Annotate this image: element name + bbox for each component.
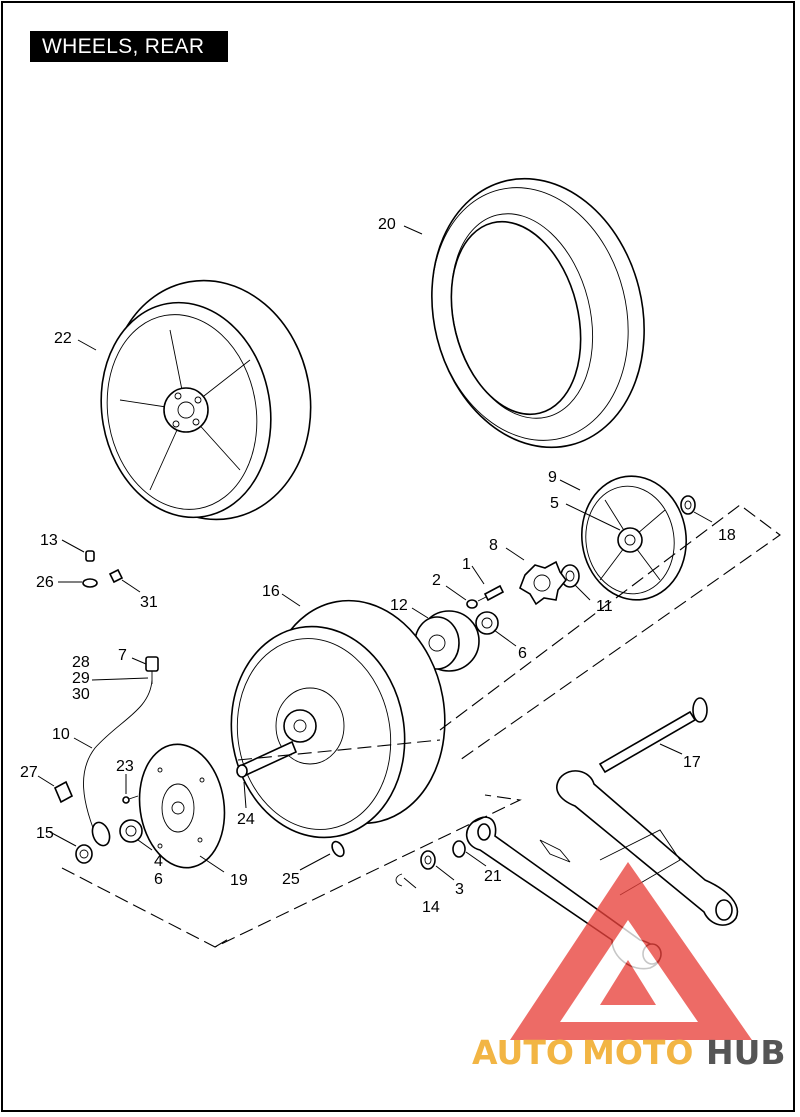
callout-3: 3 [455,881,464,898]
screw-23 [122,795,139,804]
callout-30: 30 [72,686,90,703]
isolator-8 [519,560,568,606]
assembly-lines [61,504,781,948]
callout-17: 17 [683,754,701,771]
callout-12: 12 [390,597,408,614]
watermark-hub: HUB [706,1033,786,1072]
page-title: WHEELS, REAR [30,31,228,62]
rear-tire [431,177,645,449]
oring-25 [331,840,345,858]
callout-1: 1 [462,556,471,573]
callout-labels: 20 22 9 5 18 8 1 2 11 12 6 16 13 26 31 7… [20,216,736,916]
watermark-auto: AUTO [472,1033,574,1072]
callout-8: 8 [489,537,498,554]
callout-18: 18 [718,527,736,544]
callout-23: 23 [116,758,134,775]
cast-wheel [100,279,312,521]
callout-26: 26 [36,574,54,591]
callout-25: 25 [282,871,300,888]
callout-7: 7 [118,647,127,664]
callout-2: 2 [432,572,441,589]
callout-5: 5 [550,495,559,512]
bushing-27 [53,780,74,804]
brake-rotor [138,743,226,869]
callout-27: 27 [20,764,38,781]
laced-wheel [230,599,446,839]
watermark-text: AUTO MOTO HUB [472,1033,786,1072]
spacer-24 [236,740,298,778]
callout-31: 31 [140,594,158,611]
callout-6-lower: 6 [154,871,163,888]
callout-21: 21 [484,868,502,885]
callout-13: 13 [40,532,58,549]
callout-29: 29 [72,670,90,687]
washer-2 [466,599,478,609]
leader-lines [37,225,713,889]
washer-21 [452,840,466,858]
callout-11: 11 [596,598,613,615]
clip-14 [395,873,403,887]
callout-9: 9 [548,469,557,486]
watermark-moto: MOTO [582,1033,693,1072]
seal-15 [75,844,93,864]
callout-4: 4 [154,853,163,870]
bearing-4 [119,819,143,843]
callout-16: 16 [262,583,280,600]
bolt-1 [477,584,505,602]
callout-15: 15 [36,825,54,842]
callout-20: 20 [378,216,396,233]
callout-22: 22 [54,330,72,347]
nut-26 [82,578,98,588]
spacer-18 [680,495,696,515]
callout-14: 14 [422,899,440,916]
cap-13 [85,550,95,562]
watermark-logo [510,862,752,1040]
nut-3 [420,850,436,870]
callout-19: 19 [230,872,248,889]
rear-pulley [580,475,688,601]
callout-6-upper: 6 [518,645,527,662]
callout-28: 28 [72,654,90,671]
callout-10: 10 [52,726,70,743]
callout-24: 24 [237,811,255,828]
bearing-6-upper [475,611,499,635]
axle-17 [598,697,708,774]
clip-31 [108,568,124,584]
